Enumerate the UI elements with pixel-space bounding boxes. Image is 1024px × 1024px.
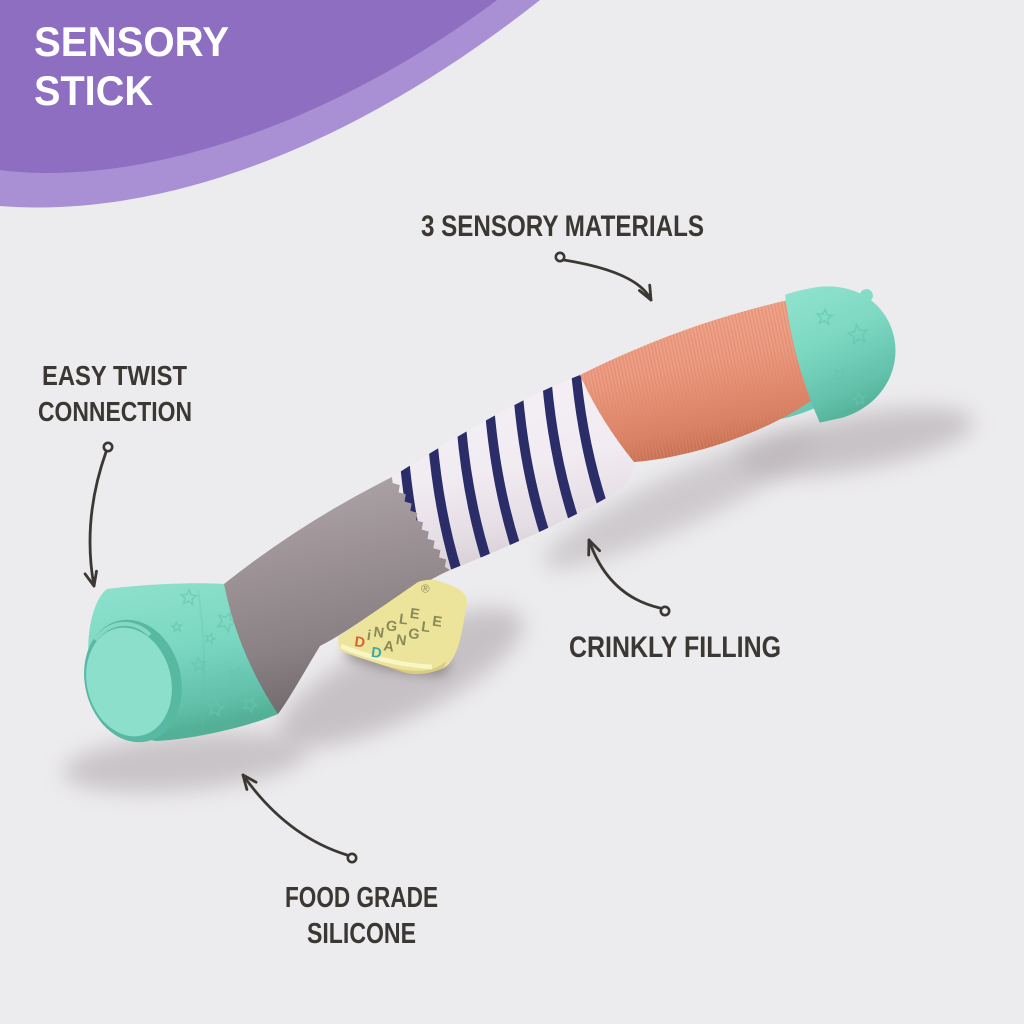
svg-text:CONNECTION: CONNECTION [38, 396, 192, 427]
svg-text:3 SENSORY MATERIALS: 3 SENSORY MATERIALS [421, 210, 704, 243]
svg-text:STICK: STICK [34, 67, 153, 114]
svg-text:EASY TWIST: EASY TWIST [42, 360, 187, 391]
svg-text:FOOD GRADE: FOOD GRADE [285, 882, 438, 914]
svg-text:SENSORY: SENSORY [34, 18, 229, 65]
svg-text:CRINKLY FILLING: CRINKLY FILLING [569, 631, 781, 664]
svg-text:SILICONE: SILICONE [307, 918, 416, 950]
